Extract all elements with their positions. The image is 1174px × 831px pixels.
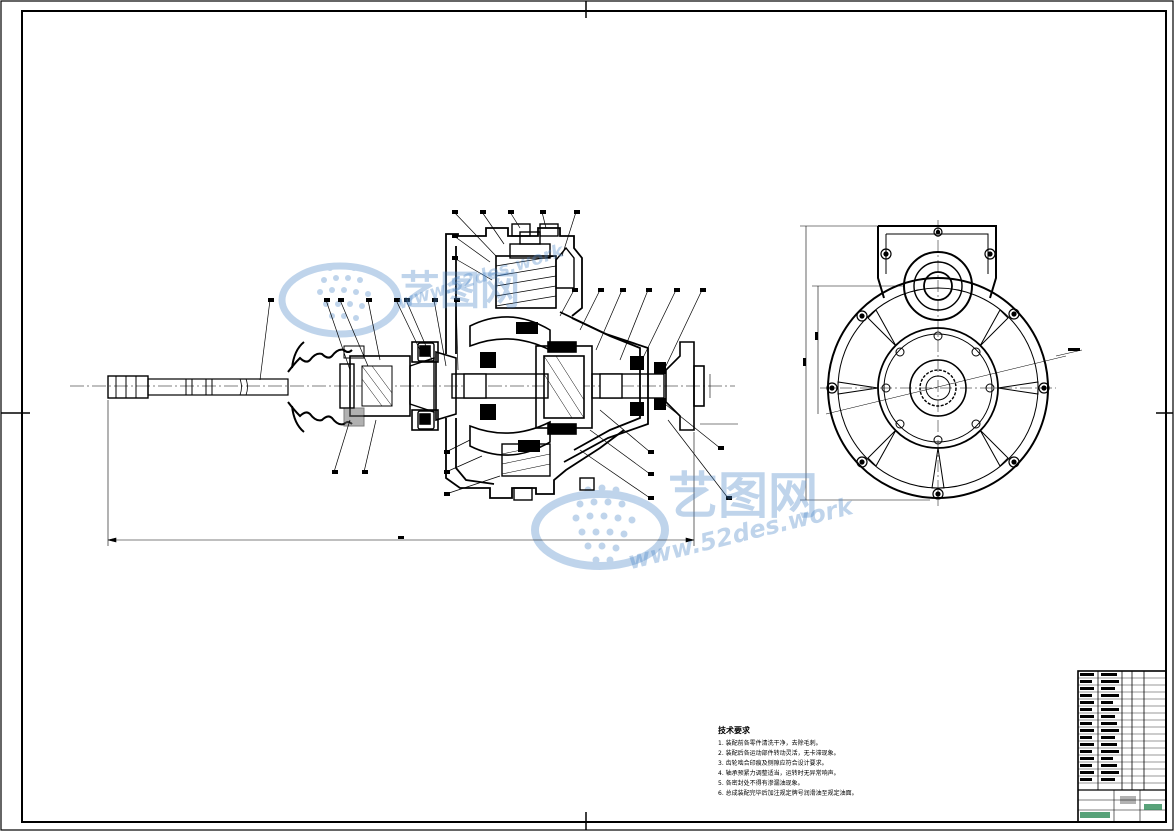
callout-balloons — [268, 210, 732, 500]
main-shaft — [451, 373, 665, 399]
technical-requirement-item: 1. 装配前各零件清洗干净，去除毛刺。 — [718, 740, 822, 747]
watermark-logo-text: 艺图网 — [400, 268, 520, 314]
cv-boot — [287, 341, 353, 433]
end-view-centerlines — [820, 220, 1067, 506]
dimension-lines — [107, 374, 738, 546]
parts-list-text-marks — [1080, 673, 1119, 781]
technical-requirement-item: 2. 装配后各运动部件转动灵活，无卡滞现象。 — [718, 750, 840, 757]
parts-list-rows — [1078, 677, 1166, 784]
inner-border — [21, 10, 1167, 823]
top-housing — [877, 225, 997, 299]
half-shaft — [107, 375, 289, 399]
technical-requirement-item: 5. 各密封处不得有渗漏油现象。 — [718, 780, 804, 787]
technical-requirement-item: 4. 轴承预紧力调整适当，运转时无异常响声。 — [718, 770, 840, 777]
watermark-globe-2 — [531, 484, 669, 570]
left-flange — [411, 341, 457, 431]
ribs — [837, 309, 1039, 489]
title-block-bottom — [1078, 790, 1166, 822]
output-flange — [665, 341, 705, 431]
section-view — [70, 210, 738, 546]
end-view — [800, 220, 1083, 506]
technical-requirements-title: 技术要求 — [718, 726, 750, 735]
bolts — [417, 223, 595, 501]
bearings — [480, 322, 666, 452]
differential-carrier — [469, 316, 593, 456]
title-block — [1077, 670, 1167, 823]
callout-leaders — [259, 211, 729, 499]
end-view-dimensions — [800, 225, 1083, 501]
technical-requirements: 技术要求 1. 装配前各零件清洗干净，去除毛刺。 2. 装配后各运动部件转动灵活… — [718, 726, 1078, 799]
ring-gear — [495, 255, 557, 477]
technical-requirement-item: 3. 齿轮啮合印痕及侧隙应符合设计要求。 — [718, 760, 828, 767]
technical-requirement-item: 6. 总成装配完毕后加注规定牌号润滑油至规定油面。 — [718, 790, 858, 797]
watermark-logo-text: 艺图网 — [668, 467, 818, 525]
